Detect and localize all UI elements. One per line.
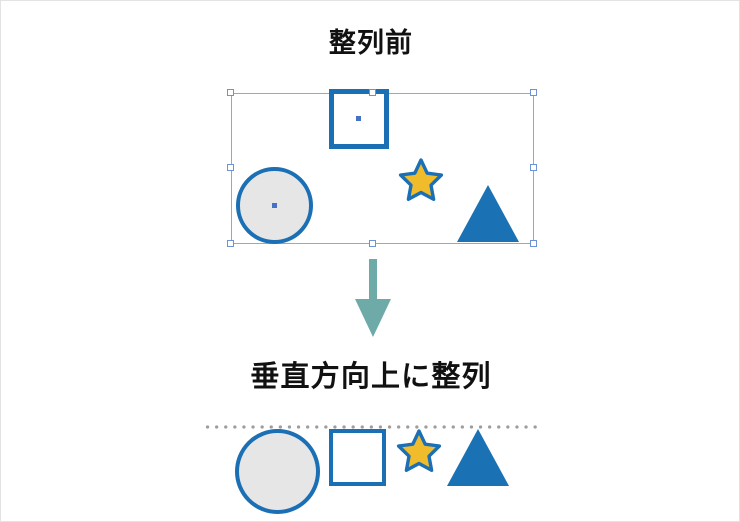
shape-triangle-before[interactable] [457, 185, 519, 242]
selection-handle-bottom-right[interactable] [530, 240, 537, 247]
selection-handle-middle-right[interactable] [530, 164, 537, 171]
shape-circle-after[interactable] [235, 429, 320, 514]
page-title-before: 整列前 [328, 28, 414, 58]
shape-square-before[interactable] [329, 89, 389, 149]
selection-handle-top-center[interactable] [369, 89, 376, 96]
alignment-guide-line [205, 425, 538, 429]
selection-handle-middle-left[interactable] [227, 164, 234, 171]
shape-star-before[interactable] [398, 157, 444, 201]
page-title-after: 垂直方向上に整列 [250, 361, 492, 393]
selection-handle-top-left[interactable] [227, 89, 234, 96]
circle-center-dot [272, 203, 277, 208]
shape-circle-before[interactable] [236, 167, 313, 244]
shape-triangle-after[interactable] [447, 429, 509, 486]
selection-handle-top-right[interactable] [530, 89, 537, 96]
down-arrow-icon [353, 259, 393, 337]
square-center-dot [356, 116, 361, 121]
shape-selection-group[interactable] [227, 89, 537, 247]
shape-square-after[interactable] [329, 429, 386, 486]
shape-star-after[interactable] [396, 428, 442, 472]
selection-handle-bottom-center[interactable] [369, 240, 376, 247]
selection-handle-bottom-left[interactable] [227, 240, 234, 247]
